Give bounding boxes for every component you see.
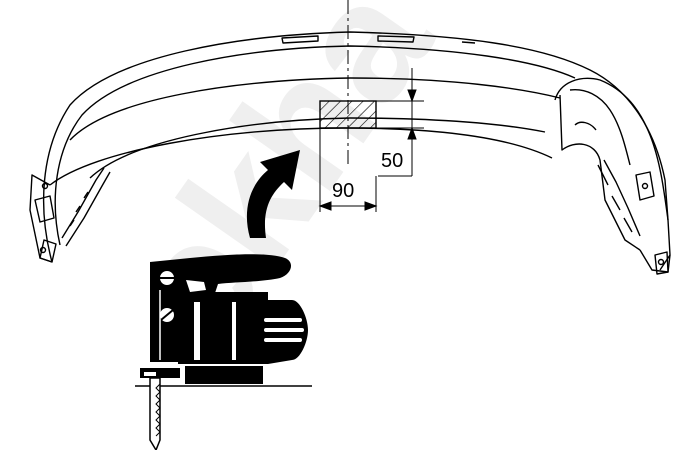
dimension-width (318, 128, 378, 212)
dimension-height (376, 68, 424, 177)
rear-bumper (29, 31, 671, 275)
dimension-height-label: 50 (381, 150, 403, 172)
dimension-width-label: 90 (332, 180, 354, 202)
hatched-cutout-area (319, 100, 377, 129)
curved-arrow (246, 150, 300, 238)
jigsaw (135, 254, 312, 450)
